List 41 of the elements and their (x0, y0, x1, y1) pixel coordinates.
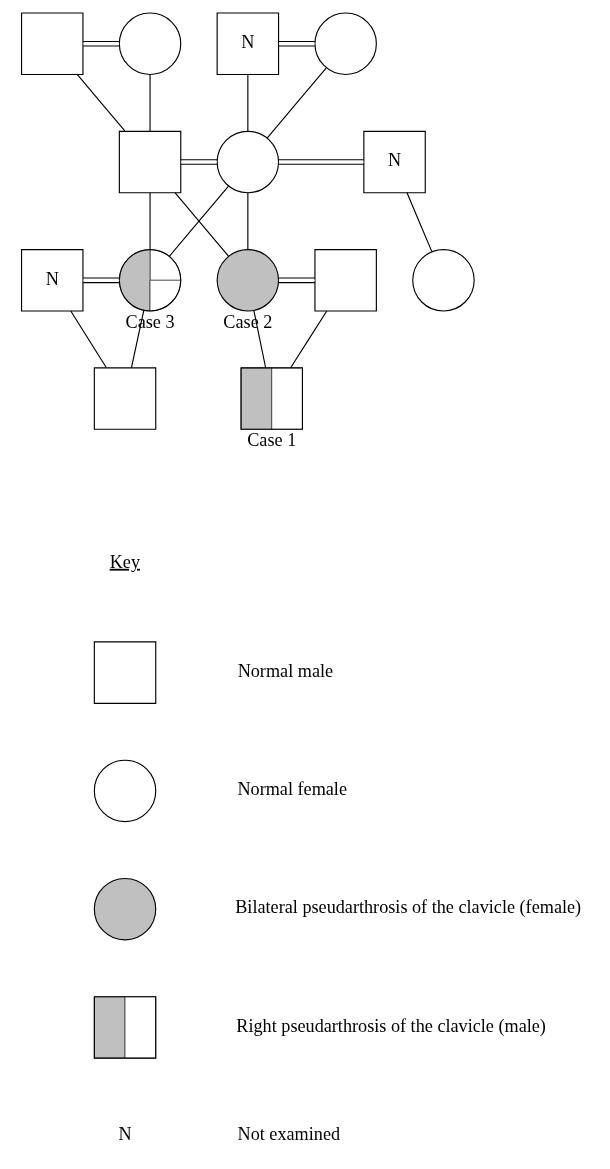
node-box (93, 367, 157, 430)
label: Key (109, 551, 140, 572)
connector (174, 192, 230, 257)
connector (149, 192, 151, 250)
connector (278, 159, 365, 165)
node-box (93, 641, 157, 704)
connector (247, 192, 249, 250)
node-label: Case 1 (247, 430, 297, 451)
connector (278, 277, 316, 284)
node-box: N (21, 249, 84, 312)
connector (70, 310, 107, 369)
connector (253, 310, 267, 369)
node-box: N (363, 130, 426, 194)
legend-label: Bilateral pseudarthrosis of the clavicle (female) (235, 897, 582, 918)
connector (247, 73, 249, 132)
node-box (118, 130, 182, 194)
connector (168, 185, 230, 257)
node-box (21, 12, 84, 76)
label: N (118, 1123, 132, 1144)
node-circle (216, 249, 280, 312)
node-box (314, 249, 377, 312)
connector (290, 310, 328, 369)
node-circle (412, 249, 475, 312)
legend-label: Normal female (237, 779, 347, 800)
legend-label: Normal male (237, 660, 334, 681)
connector (406, 192, 433, 253)
node-circle (216, 130, 280, 194)
legend-label: Not examined (237, 1123, 341, 1144)
node-box: N (216, 12, 280, 76)
connector (266, 67, 327, 139)
connector (149, 73, 151, 132)
connector (180, 159, 218, 165)
node-circle (314, 12, 377, 76)
connector (82, 277, 120, 284)
legend-label: Right pseudarthrosis of the clavicle (male) (236, 1015, 546, 1036)
node-circle (118, 12, 182, 76)
connector (278, 40, 316, 47)
connector (82, 40, 120, 47)
connector (76, 73, 126, 132)
node-circle (93, 759, 157, 823)
node-circle (93, 877, 157, 941)
